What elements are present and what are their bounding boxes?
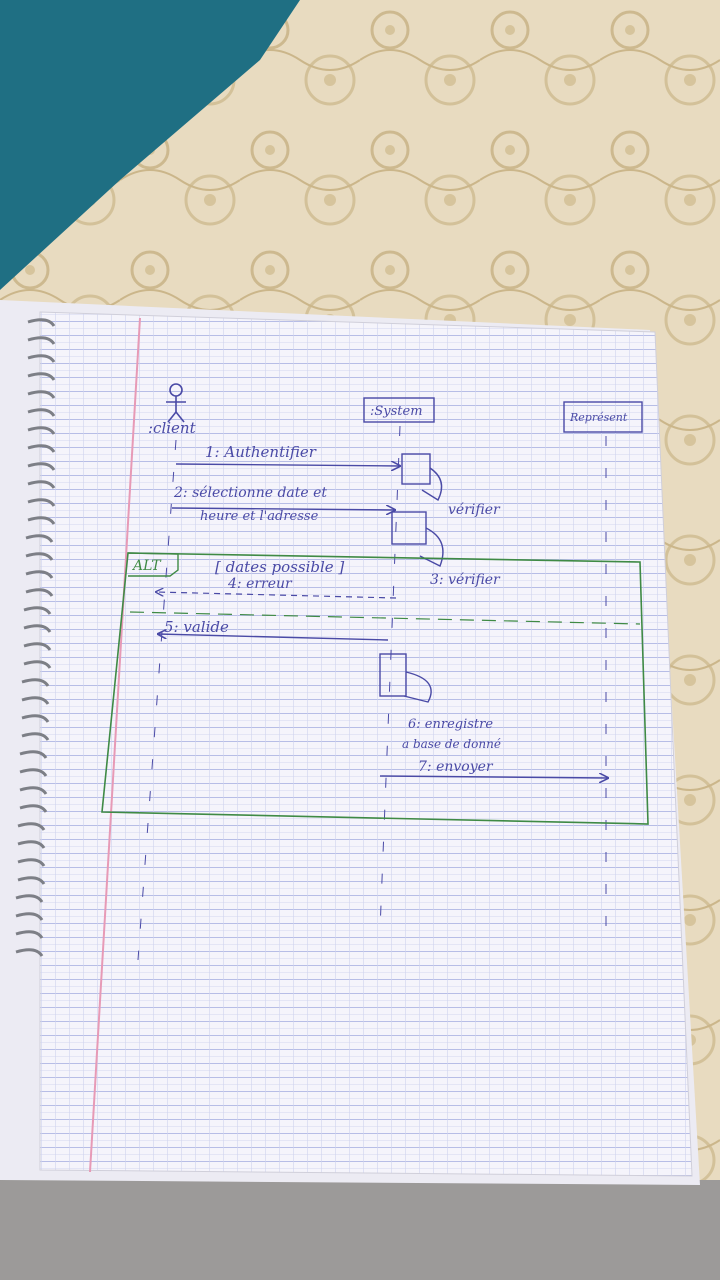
self-arrow-verifier-1 (421, 467, 443, 502)
message-3-label: 3: vérifier (430, 572, 501, 588)
margin-line (89, 317, 141, 1173)
message-4-arrow (156, 592, 397, 599)
self-arrow-verifier-3 (419, 527, 444, 567)
notebook-page (39, 311, 693, 1177)
message-7-label: 7: envoyer (418, 759, 494, 775)
activation-1 (401, 453, 431, 485)
lifeline-client-line (137, 439, 177, 961)
message-6-label-line2: a base de donné (402, 737, 501, 751)
alt-frame-separator (129, 611, 641, 625)
message-1-label: 1: Authentifier (205, 443, 317, 461)
message-4-label: 4: erreur (227, 576, 293, 592)
teal-fabric (0, 0, 300, 290)
spiral-binding (15, 318, 56, 957)
lifeline-client-label: :client (148, 419, 197, 437)
lifeline-represent-label: Représent (569, 411, 628, 424)
lifeline-system-box (363, 397, 435, 423)
actor-client-icon (166, 383, 186, 423)
message-1-arrow (175, 464, 400, 466)
alt-frame-tag: ALT (131, 558, 162, 574)
alt-frame-guard: [ dates possible ] (215, 558, 344, 576)
message-2-arrow (171, 508, 395, 510)
sequence-diagram: :client :System Représent 1: Authentifie… (101, 383, 649, 961)
self-message-verifier-label: vérifier (448, 502, 501, 518)
self-arrow-enregistre (403, 671, 432, 703)
lifeline-system-label: :System (370, 404, 423, 419)
lifeline-represent-box (563, 401, 643, 433)
alt-frame (101, 552, 649, 825)
message-7-arrow (379, 776, 608, 778)
table-surface (0, 1180, 720, 1280)
message-5-arrow (158, 634, 389, 641)
message-2-label-line1: 2: sélectionne date et (173, 485, 327, 501)
activation-3 (379, 653, 407, 697)
alt-frame-tag-box (127, 552, 179, 577)
message-5-label: 5: valide (164, 618, 229, 636)
message-6-label-line1: 6: enregistre (408, 717, 493, 732)
lifeline-system-line (379, 425, 401, 931)
message-2-label-line2: heure et l'adresse (200, 509, 319, 524)
